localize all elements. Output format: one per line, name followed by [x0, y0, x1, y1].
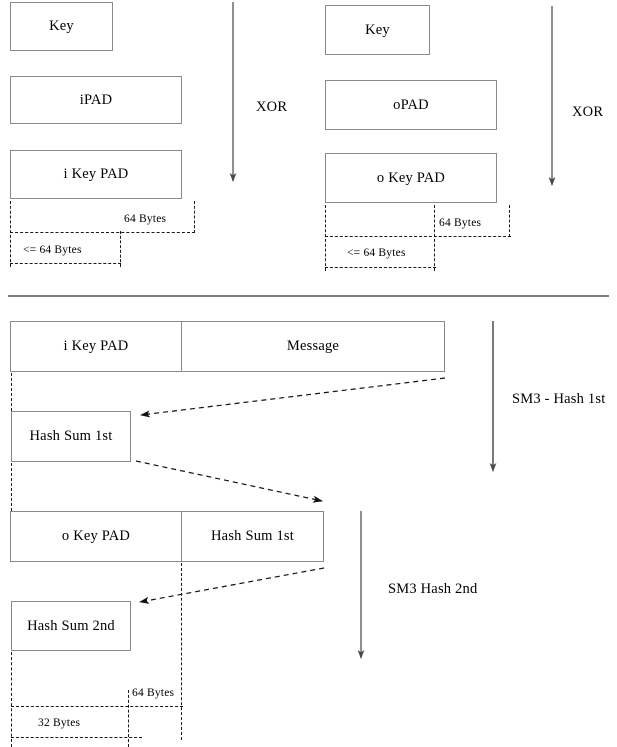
dim-guide-bottom-left-2	[11, 463, 12, 511]
dim-line-right-64bytes	[325, 236, 511, 237]
dim-guide-left-b	[120, 231, 121, 267]
label-sm3-hash-1st: SM3 - Hash 1st	[512, 391, 606, 407]
box-hash-sum-2nd: Hash Sum 2nd	[11, 601, 131, 651]
label-sm3-hash-2nd: SM3 Hash 2nd	[388, 581, 478, 597]
cell-hash-sum-1st: Hash Sum 1st	[211, 528, 294, 544]
box-key-right: Key	[325, 5, 430, 55]
arrow-row2-to-hash2	[139, 567, 325, 604]
dim-line-right-keybytes	[325, 267, 436, 268]
dim-guide-left-a	[10, 201, 11, 267]
box-opad: oPAD	[325, 80, 497, 130]
dim-label-bottom-64bytes: 64 Bytes	[130, 687, 177, 699]
dim-guide-bottom-left-3	[11, 652, 12, 747]
cell-i-key-pad: i Key PAD	[11, 322, 182, 371]
cell-message: Message	[286, 338, 340, 354]
dim-line-bottom-64bytes	[11, 706, 183, 707]
arrow-hash1-to-row2	[135, 460, 323, 503]
dim-guide-bottom-left-1	[11, 373, 12, 411]
dim-label-left-64bytes: 64 Bytes	[122, 213, 169, 225]
box-o-key-pad: o Key PAD	[325, 153, 497, 203]
row-ikeypad-message: i Key PAD Message	[10, 321, 445, 372]
box-i-key-pad: i Key PAD	[10, 150, 182, 199]
cell-o-key-pad: o Key PAD	[11, 512, 182, 561]
label-xor-left: XOR	[256, 99, 288, 115]
dim-line-left-keybytes	[10, 263, 121, 264]
box-hash-sum-1st: Hash Sum 1st	[11, 411, 131, 462]
dim-line-left-64bytes	[10, 232, 195, 233]
dim-guide-right-a	[325, 205, 326, 271]
row-okeypad-hash1: o Key PAD Hash Sum 1st	[10, 511, 324, 562]
label-xor-right: XOR	[572, 104, 604, 120]
dim-guide-left-c	[194, 201, 195, 233]
dim-label-right-64bytes: 64 Bytes	[437, 217, 484, 229]
dim-line-bottom-32bytes	[11, 737, 142, 738]
dim-guide-right-c	[509, 205, 510, 237]
box-ipad: iPAD	[10, 76, 182, 124]
dim-guide-bottom-hash	[128, 690, 129, 747]
dim-label-left-keybytes: <= 64 Bytes	[21, 244, 84, 256]
dim-guide-right-b	[434, 205, 435, 271]
dim-label-right-keybytes: <= 64 Bytes	[345, 247, 408, 259]
section-divider	[8, 295, 609, 297]
box-key-left: Key	[10, 2, 113, 51]
arrow-message-to-hash1	[140, 377, 446, 418]
dim-label-bottom-32bytes: 32 Bytes	[36, 717, 83, 729]
dim-guide-bottom-mid	[181, 563, 182, 740]
